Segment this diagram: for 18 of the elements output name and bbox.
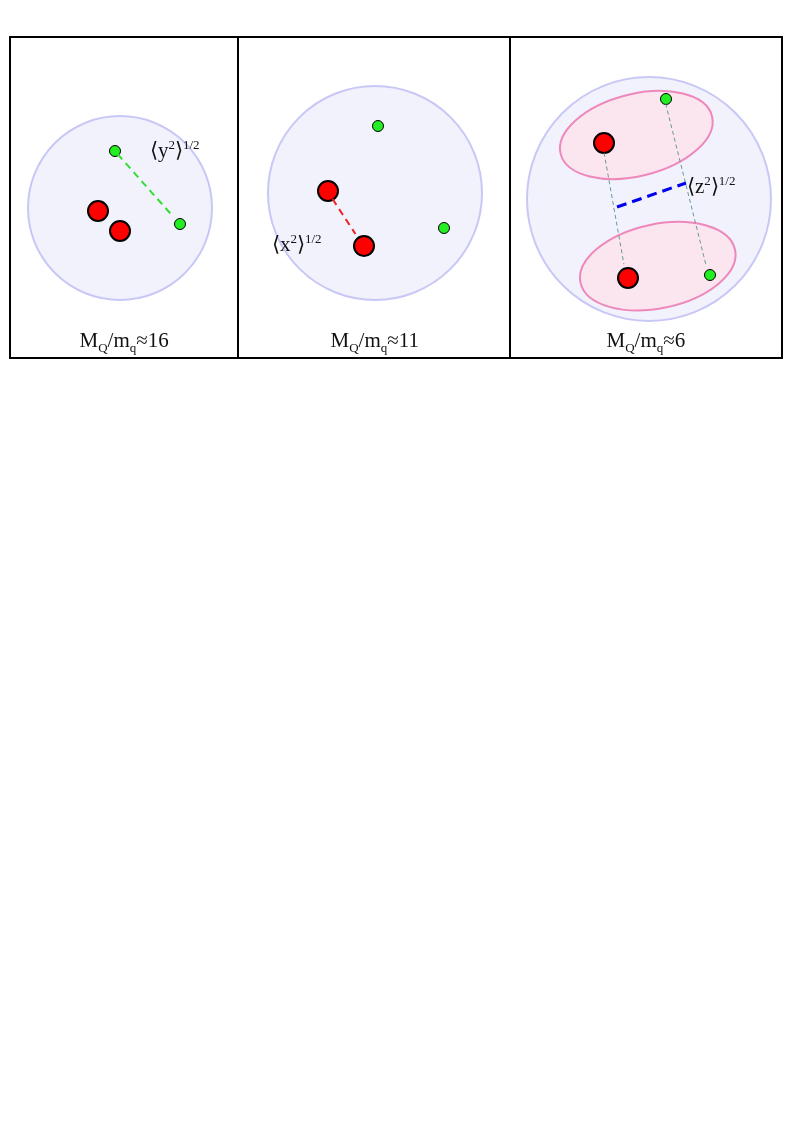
light-quark-dot [109,145,121,157]
heavy-quark-dot [317,180,339,202]
mass-ratio-caption: M$_{Q}$/m$_{q}$≈11 [330,330,419,355]
distance-label: ⟨x$^{2}$⟩$^{1/2}$ [272,232,322,255]
mass-ratio-caption: M$_{Q}$/m$_{q}$≈16 [79,330,169,355]
light-quark-dot [174,218,186,230]
dashed-line [603,152,625,265]
heavy-quark-dot [109,220,131,242]
distance-label: ⟨y$^{2}$⟩$^{1/2}$ [150,138,200,161]
heavy-quark-dot [87,200,109,222]
dashed-line [331,198,357,235]
light-quark-dot [372,120,384,132]
distance-label: ⟨z$^{2}$⟩$^{1/2}$ [687,174,736,197]
heavy-quark-dot [353,235,375,257]
mass-ratio-caption: M$_{Q}$/m$_{q}$≈6 [606,330,686,355]
dashed-line [665,103,707,267]
light-quark-dot [438,222,450,234]
diquark-ellipse [579,220,737,312]
